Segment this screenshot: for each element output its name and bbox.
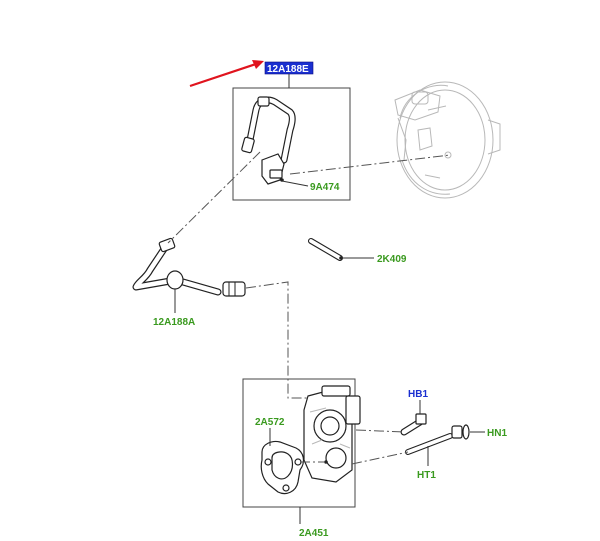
callout-2A572: 2A572 <box>255 417 285 428</box>
callout-9A474: 9A474 <box>310 182 340 193</box>
vacuum-pump <box>303 385 361 483</box>
nut-hn1 <box>451 424 470 440</box>
bolt-hb1 <box>400 413 427 436</box>
callout-2K409: 2K409 <box>377 254 407 265</box>
stud-ht1 <box>405 433 453 455</box>
vacuum-sensor <box>261 153 285 185</box>
brake-booster-illustration <box>394 81 501 199</box>
callout-HT1: HT1 <box>417 470 436 481</box>
callout-HN1: HN1 <box>487 428 507 439</box>
pump-gasket <box>260 440 305 495</box>
callout-HB1: HB1 <box>408 389 428 400</box>
tube-2k409 <box>308 238 343 261</box>
callout-12A188A: 12A188A <box>153 317 195 328</box>
vacuum-hose-12a188a <box>132 237 246 297</box>
callout-12A188E: 12A188E <box>267 64 309 75</box>
vacuum-hose-upper <box>241 96 296 164</box>
red-pointer-arrow-icon <box>189 60 264 88</box>
detail-box-hose <box>232 87 351 201</box>
detail-box-pump <box>242 378 356 508</box>
callout-2A451: 2A451 <box>299 528 329 539</box>
